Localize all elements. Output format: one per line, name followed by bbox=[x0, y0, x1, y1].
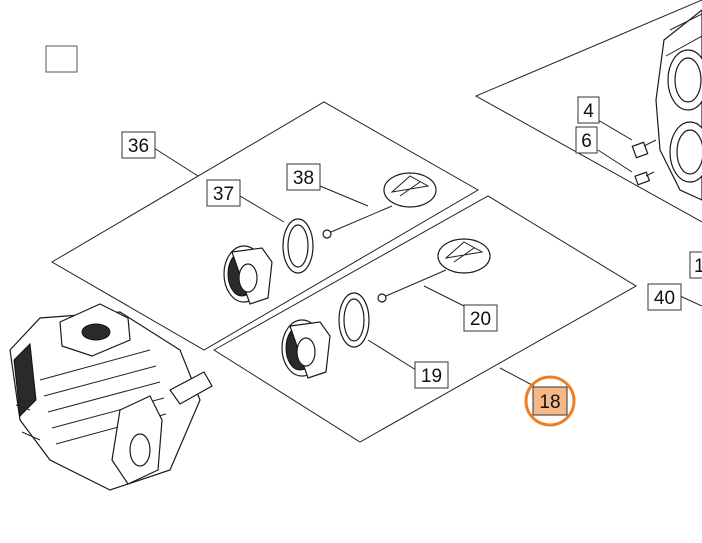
seal-ring-37-image bbox=[282, 218, 314, 274]
callout-18[interactable]: 18 bbox=[524, 375, 576, 427]
svg-text:4: 4 bbox=[583, 101, 594, 122]
leader-40 bbox=[679, 295, 702, 307]
screw-4-image bbox=[631, 139, 657, 159]
callout-37[interactable]: 37 bbox=[206, 179, 241, 207]
leader-6 bbox=[597, 149, 633, 173]
leader-4 bbox=[597, 119, 633, 141]
leader-37 bbox=[239, 195, 285, 223]
leader-36 bbox=[153, 147, 199, 177]
seal-ring-19-image bbox=[338, 292, 370, 348]
svg-text:19: 19 bbox=[421, 366, 442, 387]
fuel-strainer-38-image bbox=[322, 172, 437, 239]
svg-text:37: 37 bbox=[213, 184, 234, 205]
svg-text:6: 6 bbox=[581, 131, 592, 152]
callout-38[interactable]: 38 bbox=[286, 163, 321, 191]
callout-19[interactable]: 19 bbox=[414, 361, 449, 389]
callout-40[interactable]: 40 bbox=[647, 283, 682, 311]
highlight-box bbox=[532, 386, 568, 416]
svg-text:1: 1 bbox=[694, 256, 702, 277]
callout-6[interactable]: 6 bbox=[575, 126, 598, 154]
highlight-ring bbox=[524, 375, 576, 427]
leader-19 bbox=[367, 339, 417, 371]
carburetor-image bbox=[655, 9, 702, 201]
svg-text:38: 38 bbox=[293, 168, 314, 189]
callout-1[interactable]: 1 bbox=[689, 251, 702, 279]
callout-4[interactable]: 4 bbox=[577, 96, 600, 124]
callout-20[interactable]: 20 bbox=[463, 304, 498, 332]
leader-18 bbox=[499, 367, 535, 387]
kit-panel-right bbox=[474, 0, 702, 223]
svg-text:20: 20 bbox=[470, 309, 491, 330]
leader-20 bbox=[423, 285, 465, 307]
svg-text:40: 40 bbox=[654, 288, 675, 309]
callout-36[interactable]: 36 bbox=[121, 131, 156, 159]
screw-6-image bbox=[634, 171, 655, 186]
kit-panel-18 bbox=[213, 195, 637, 443]
select-checkbox[interactable] bbox=[45, 45, 78, 73]
callout-18-label: 18 bbox=[539, 392, 560, 413]
svg-text:36: 36 bbox=[128, 136, 149, 157]
leader-38 bbox=[319, 185, 369, 207]
kit-panel-36 bbox=[51, 101, 479, 351]
fuel-strainer-20-image bbox=[377, 238, 491, 303]
cylinder-image bbox=[9, 303, 213, 491]
fuel-cap-37-image bbox=[223, 245, 273, 305]
fuel-cap-18-image bbox=[281, 319, 331, 379]
